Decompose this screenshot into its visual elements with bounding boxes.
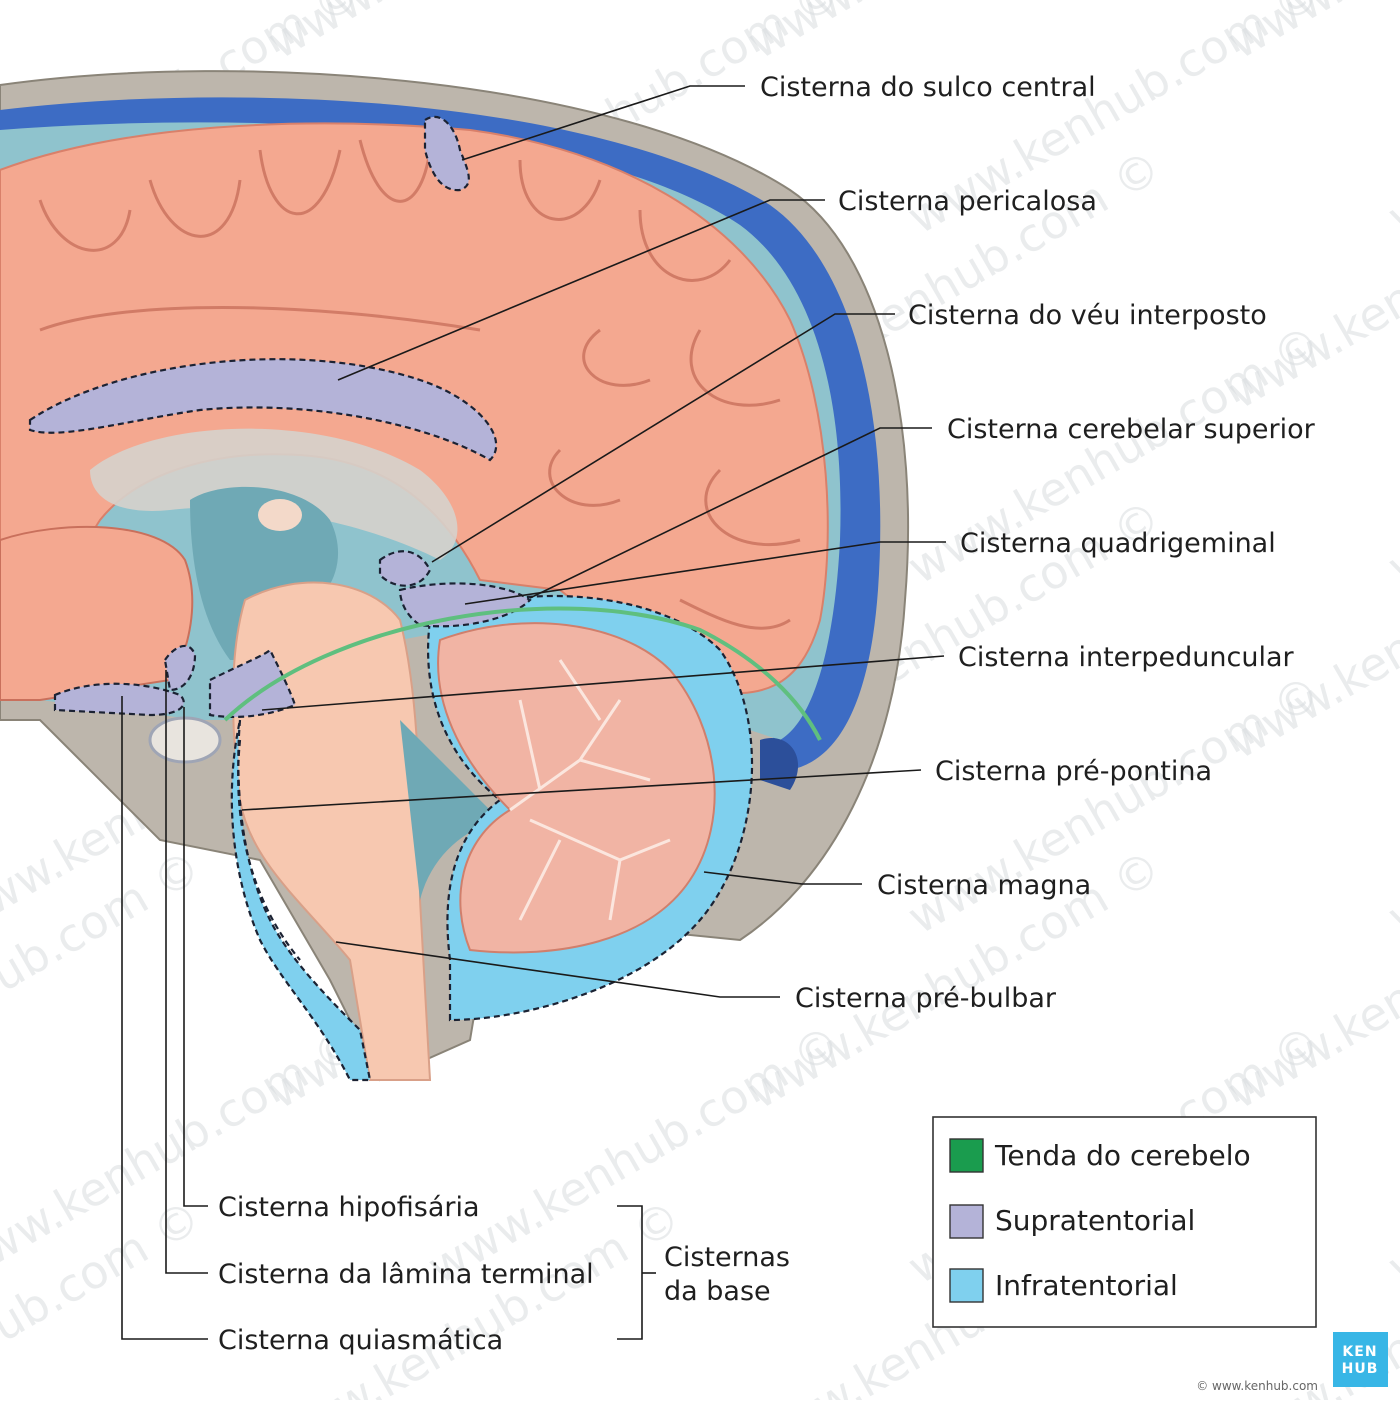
- label-cisterna-quiasmatica: Cisterna quiasmática: [218, 1325, 503, 1356]
- legend-label-supratentorial: Supratentorial: [995, 1204, 1195, 1237]
- watermark-text: www.kenhub.com ©: [1379, 1014, 1400, 1294]
- label-cisterna-pre-bulbar: Cisterna pré-bulbar: [795, 983, 1057, 1014]
- watermark-text: www.kenhub.com ©: [1379, 314, 1400, 594]
- label-group-line2: da base: [664, 1276, 771, 1307]
- pituitary: [150, 718, 220, 762]
- copyright-text: © www.kenhub.com: [1196, 1379, 1318, 1393]
- watermark-text: www.kenhub.com ©: [1379, 664, 1400, 944]
- legend: Tenda do cerebelo Supratentorial Infrate…: [933, 1117, 1316, 1327]
- label-cisterna-quadrigeminal: Cisterna quadrigeminal: [960, 528, 1276, 559]
- kenhub-logo: KEN HUB: [1333, 1332, 1388, 1387]
- label-cisterna-pericalosa: Cisterna pericalosa: [838, 186, 1097, 217]
- label-group-line1: Cisternas: [664, 1242, 790, 1273]
- label-cisterna-veu-interposto: Cisterna do véu interposto: [908, 300, 1267, 331]
- label-cisterna-magna: Cisterna magna: [877, 870, 1091, 901]
- label-cisterna-hipofisaria: Cisterna hipofisária: [218, 1192, 480, 1223]
- legend-swatch-infratentorial: [950, 1269, 983, 1302]
- logo-text-line2: HUB: [1342, 1361, 1379, 1377]
- logo-text-line1: KEN: [1342, 1344, 1377, 1360]
- label-cisterna-lamina-terminal: Cisterna da lâmina terminal: [218, 1259, 594, 1290]
- anatomy-illustration: [0, 71, 908, 1080]
- watermark-text: www.kenhub.com ©: [1379, 0, 1400, 245]
- legend-swatch-tentorium: [950, 1139, 983, 1172]
- label-cisterna-sulco-central: Cisterna do sulco central: [760, 72, 1096, 103]
- label-cisterna-interpeduncular: Cisterna interpeduncular: [958, 642, 1295, 673]
- legend-swatch-supratentorial: [950, 1205, 983, 1238]
- frontal-lobe-lower: [0, 527, 192, 700]
- legend-label-tentorium: Tenda do cerebelo: [994, 1139, 1251, 1172]
- legend-label-infratentorial: Infratentorial: [995, 1269, 1178, 1302]
- watermark-text: www.kenhub.com ©: [0, 1014, 370, 1294]
- interthalamic-adhesion: [258, 499, 302, 531]
- label-cisterna-pre-pontina: Cisterna pré-pontina: [935, 756, 1212, 787]
- label-cisterna-cerebelar-superior: Cisterna cerebelar superior: [947, 414, 1316, 445]
